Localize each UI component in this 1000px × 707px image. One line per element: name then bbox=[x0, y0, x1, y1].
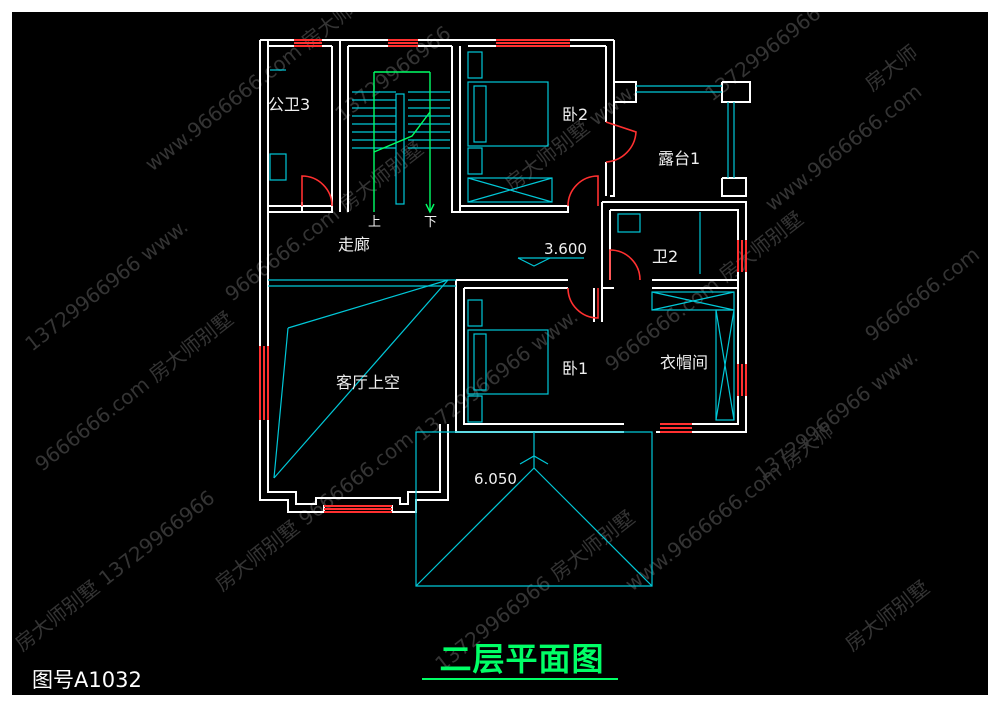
bed1-bed bbox=[467, 329, 549, 395]
label-closet: 衣帽间 bbox=[660, 353, 708, 372]
door-bath2 bbox=[609, 249, 641, 281]
svg-text:9666666.com: 9666666.com bbox=[860, 242, 984, 346]
svg-text:13729966966 www.: 13729966966 www. bbox=[20, 214, 192, 356]
svg-text:房大师别墅: 房大师别墅 bbox=[840, 575, 934, 655]
door-bed2 bbox=[567, 175, 599, 207]
wall-bath3-right bbox=[301, 46, 333, 213]
wall-outer-left-inner bbox=[267, 40, 441, 505]
wall-bath2 bbox=[602, 201, 747, 433]
svg-text:www.9666666.com: www.9666666.com bbox=[760, 79, 926, 216]
title-underline bbox=[422, 678, 618, 680]
label-stair-down: 下 bbox=[424, 215, 437, 230]
door-bed1 bbox=[567, 287, 599, 319]
label-elevation-roof: 6.050 bbox=[474, 470, 517, 488]
room-labels: 公卫3 卧2 露台1 走廊 卫2 客厅上空 卧1 衣帽间 上 下 3.600 6… bbox=[268, 95, 708, 488]
label-terrace: 露台1 bbox=[658, 149, 700, 168]
wall-terrace bbox=[613, 81, 637, 103]
bed2-bed bbox=[467, 81, 549, 147]
label-bed1: 卧1 bbox=[562, 359, 588, 378]
svg-text:13729966966 www.: 13729966966 www. bbox=[750, 344, 922, 486]
cyan-details bbox=[268, 51, 735, 587]
cad-canvas: 9666666.com 房大师别墅 13729966966 www. 房大师别墅… bbox=[12, 12, 988, 695]
label-bed2: 卧2 bbox=[562, 105, 588, 124]
label-corridor: 走廊 bbox=[338, 235, 370, 254]
doors bbox=[301, 121, 641, 319]
wall-bed2-bottom bbox=[460, 205, 569, 213]
door-terrace bbox=[605, 121, 637, 163]
svg-text:www.9666666.com 房大师: www.9666666.com 房大师 bbox=[140, 12, 358, 176]
svg-text:房大师别墅 13729966966: 房大师别墅 13729966966 bbox=[12, 485, 219, 656]
watermark-layer: 9666666.com 房大师别墅 13729966966 www. 房大师别墅… bbox=[12, 12, 984, 676]
label-stair-up: 上 bbox=[368, 215, 381, 230]
figure-number: 图号A1032 bbox=[32, 668, 142, 692]
floor-plan: 9666666.com 房大师别墅 13729966966 www. 房大师别墅… bbox=[12, 12, 984, 676]
windows bbox=[259, 39, 747, 513]
label-living-void: 客厅上空 bbox=[336, 373, 400, 392]
wall-stair-right bbox=[451, 46, 461, 213]
label-elevation-floor: 3.600 bbox=[544, 240, 587, 258]
door-bath3 bbox=[301, 175, 333, 207]
stair-arrows bbox=[373, 71, 435, 214]
label-bath2: 卫2 bbox=[652, 247, 678, 266]
label-bath3: 公卫3 bbox=[268, 95, 310, 114]
wall-bath2-left bbox=[601, 202, 614, 289]
svg-text:13729966966: 13729966966 bbox=[330, 21, 455, 126]
drawing-title: 二层平面图 bbox=[439, 640, 605, 678]
